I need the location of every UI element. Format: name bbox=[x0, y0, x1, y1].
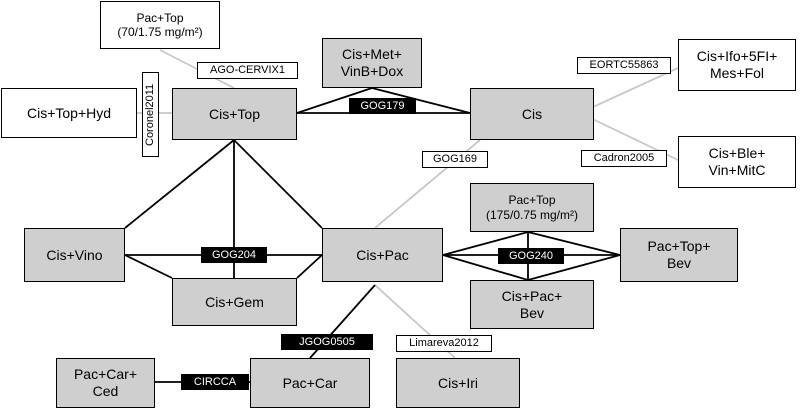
edge-cisvino-cisgem bbox=[124, 254, 173, 279]
node-pac-top-bev: Pac+Top+ Bev bbox=[620, 228, 738, 282]
node-pac-top-175: Pac+Top (175/0.75 mg/m²) bbox=[470, 183, 594, 232]
edge-cistop-cisvino bbox=[124, 139, 235, 229]
edge-pactop175-pactopbev bbox=[527, 231, 621, 256]
trial-label-coronel2011: Coronel2011 bbox=[142, 72, 159, 157]
trial-label-circca: CIRCCA bbox=[181, 374, 249, 390]
node-pac-car-ced: Pac+Car+ Ced bbox=[56, 358, 155, 408]
edge-cistop-cispac bbox=[233, 139, 323, 229]
trial-label-gog179: GOG179 bbox=[349, 98, 416, 114]
node-cis-met-vinb-dox: Cis+Met+ VinB+Dox bbox=[322, 38, 422, 88]
node-cis: Cis bbox=[470, 88, 594, 140]
edge-cisgem-cispac bbox=[296, 254, 323, 279]
node-cis-top: Cis+Top bbox=[172, 88, 297, 140]
trial-label-limareva2012: Limareva2012 bbox=[396, 335, 492, 352]
trial-label-gog169: GOG169 bbox=[422, 151, 488, 168]
trial-label-jgog0505: JGOG0505 bbox=[281, 334, 373, 350]
trial-label-cadron2005: Cadron2005 bbox=[581, 150, 667, 167]
trial-label-gog204: GOG204 bbox=[201, 247, 267, 263]
node-cis-ifo-5fi-mes-fol: Cis+Ifo+5FI+ Mes+Fol bbox=[678, 39, 796, 91]
trial-label-ago-cervix1: AGO-CERVIX1 bbox=[197, 62, 298, 79]
edge-cis-cisifo bbox=[579, 67, 679, 114]
node-cis-iri: Cis+Iri bbox=[396, 358, 520, 408]
edge-cispac-cispacbev bbox=[442, 254, 529, 281]
node-cis-top-hyd: Cis+Top+Hyd bbox=[1, 88, 137, 138]
node-cis-vino: Cis+Vino bbox=[24, 228, 125, 282]
node-cis-pac: Cis+Pac bbox=[322, 228, 443, 282]
trial-label-eortc55863: EORTC55863 bbox=[577, 57, 671, 74]
node-pac-top-70: Pac+Top (70/1.75 mg/m²) bbox=[100, 1, 220, 49]
edge-cismet-cis bbox=[371, 87, 471, 114]
node-cis-pac-bev: Cis+Pac+ Bev bbox=[470, 280, 594, 329]
node-cis-ble-vin-mitc: Cis+Ble+ Vin+MitC bbox=[678, 136, 796, 188]
edge-cispacbev-pactopbev bbox=[527, 254, 621, 281]
trial-label-gog240: GOG240 bbox=[498, 248, 564, 264]
node-cis-gem: Cis+Gem bbox=[172, 278, 297, 326]
node-pac-car: Pac+Car bbox=[250, 358, 370, 408]
edge-cistop-cismet bbox=[296, 87, 373, 114]
edge-cispac-pactop175 bbox=[442, 231, 529, 256]
